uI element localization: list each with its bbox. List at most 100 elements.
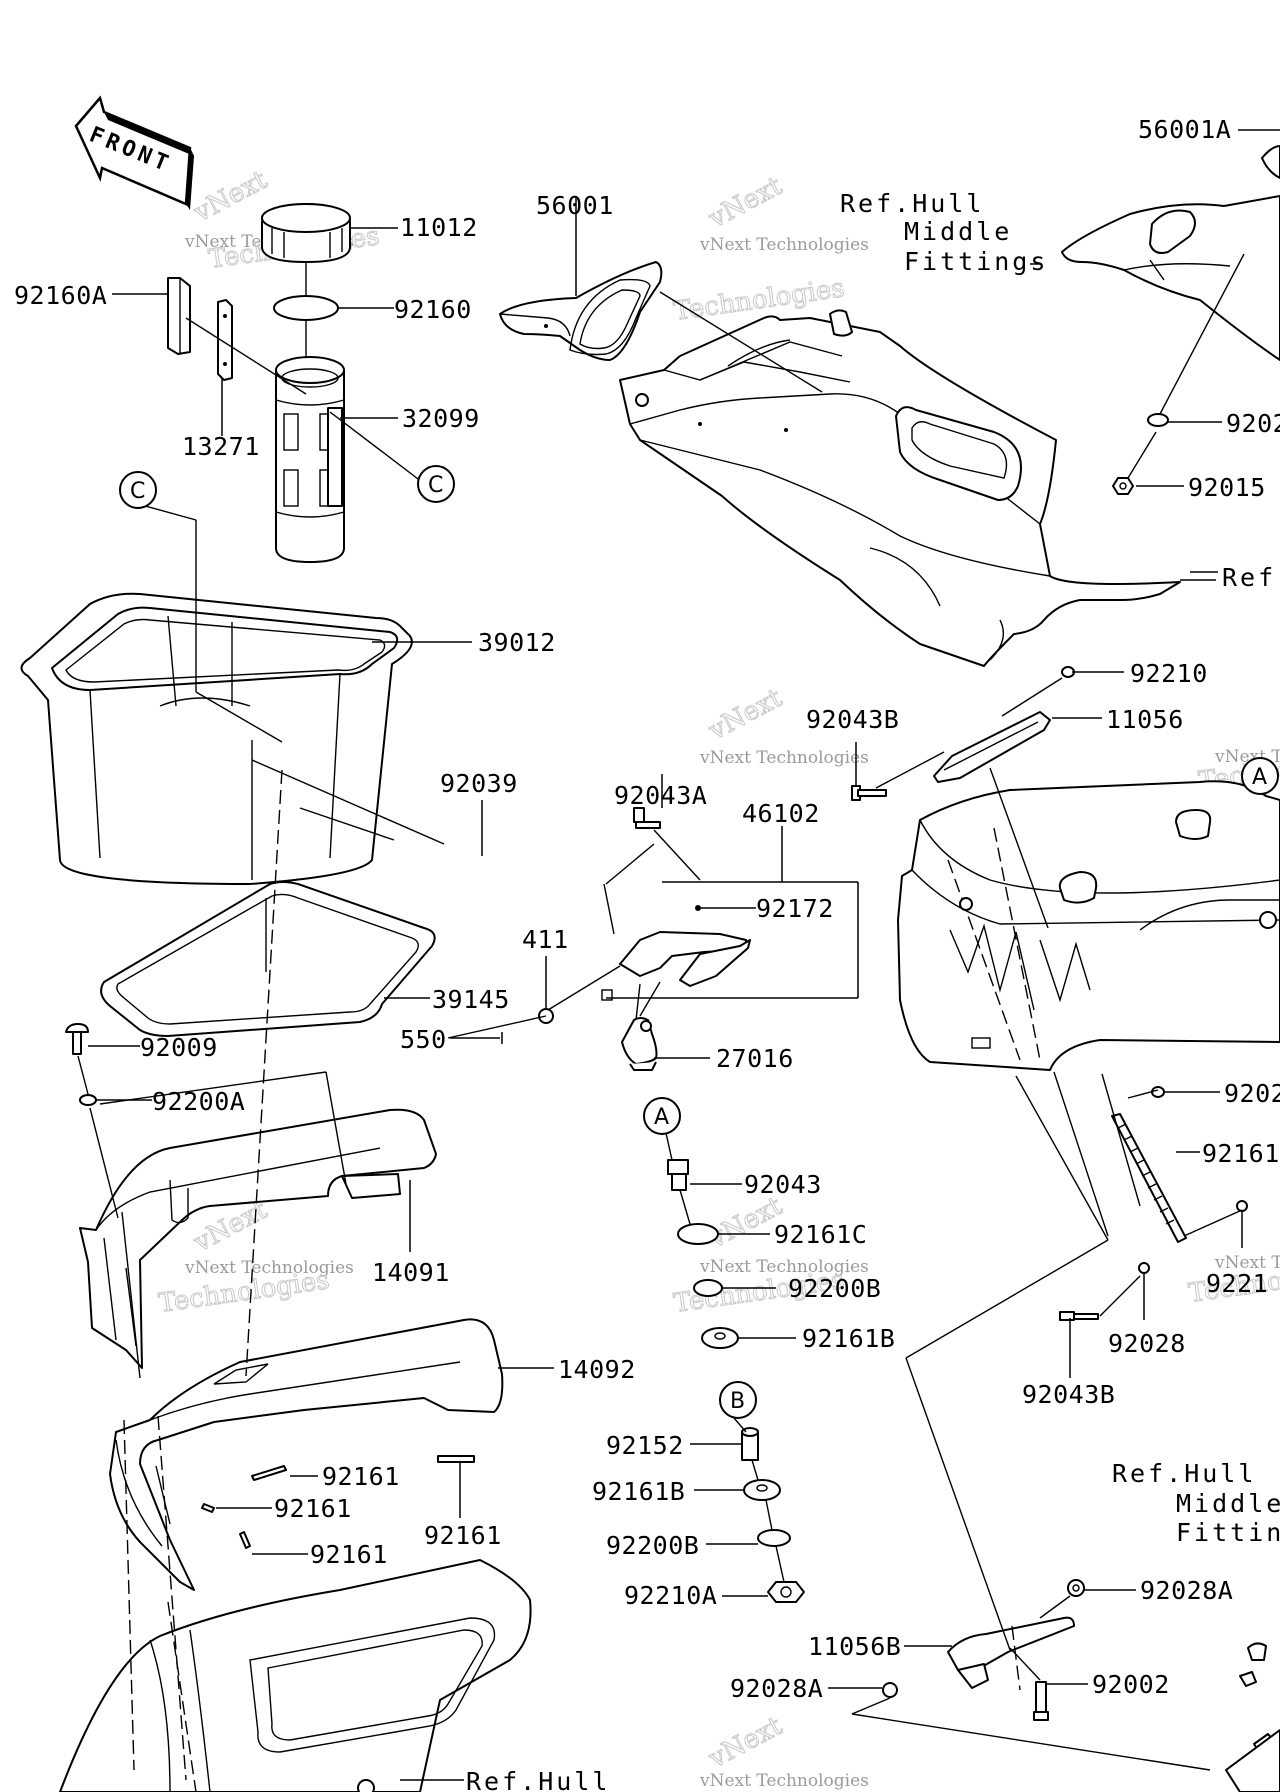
label-14092: 14092 (558, 1355, 636, 1384)
label-13271: 13271 (182, 432, 260, 461)
label-39012: 39012 (478, 628, 556, 657)
part-11056-bracket (933, 711, 1051, 783)
part-92028A-collar-left (882, 1682, 898, 1698)
label-9202-top: 9202 (1226, 409, 1280, 438)
part-92161-pins (201, 1455, 475, 1549)
label-92161-a: 92161 (322, 1462, 400, 1491)
label-27016: 27016 (716, 1044, 794, 1073)
part-39012-storage-bucket (20, 592, 413, 885)
hull-seat-base-section (897, 780, 1280, 1071)
watermark-text: vNext Technologies (184, 1258, 354, 1278)
part-right-edge-fasteners (1225, 1642, 1280, 1792)
label-92210: 92210 (1130, 659, 1208, 688)
label-92043B-top: 92043B (806, 705, 899, 734)
label-92161-c: 92161 (310, 1540, 388, 1569)
part-13271-plate (217, 299, 233, 381)
label-411: 411 (522, 925, 569, 954)
label-11012: 11012 (400, 213, 478, 242)
callout-a-right: A (1252, 765, 1267, 790)
label-92200A: 92200A (152, 1087, 245, 1116)
label-39145: 39145 (432, 985, 510, 1014)
callout-c-left: C (130, 479, 145, 504)
hull-bottom-section (59, 1559, 532, 1792)
label-92028: 92028 (1108, 1329, 1186, 1358)
part-32099-filler-neck (275, 356, 345, 563)
part-92161B-washer-lower (743, 1479, 781, 1501)
front-arrow: FRONT (74, 95, 194, 210)
part-92015-nut (1112, 477, 1134, 495)
label-56001A: 56001A (1138, 115, 1231, 144)
watermark-text: vNext Technologies (1214, 1253, 1280, 1273)
part-39145-seal (100, 881, 436, 1037)
label-92009: 92009 (140, 1033, 218, 1062)
ref-hull-top-line2: Middle (904, 217, 1012, 246)
watermark-vnext: vNext (188, 165, 272, 229)
part-56001-vent (499, 261, 663, 361)
label-92043B-bottom: 92043B (1022, 1380, 1115, 1409)
label-9202-mid: 9202 (1224, 1079, 1280, 1108)
label-92043A: 92043A (614, 781, 707, 810)
label-46102: 46102 (742, 799, 820, 828)
label-92039: 92039 (440, 769, 518, 798)
part-92200B-washer (693, 1279, 723, 1297)
part-92210A-nut (767, 1581, 805, 1603)
label-11056B: 11056B (808, 1632, 901, 1661)
label-92161-d: 92161 (424, 1521, 502, 1550)
leader-lines (77, 129, 1280, 1792)
part-92043A-bolt (633, 807, 661, 829)
watermark-text: vNext Technologies (699, 1771, 869, 1791)
watermark-text: vNext Technologies (699, 1257, 869, 1277)
part-92043B-bolt-top (851, 785, 887, 801)
part-92028-collar (1138, 1262, 1150, 1274)
label-32099: 32099 (402, 404, 480, 433)
watermark-vnext: vNext (703, 683, 787, 747)
part-92028A-collar-right (1067, 1579, 1085, 1597)
label-92160A: 92160A (14, 281, 107, 310)
label-92172: 92172 (756, 894, 834, 923)
label-92161-right: 92161 (1202, 1139, 1280, 1168)
label-92161B-b: 92161B (592, 1477, 685, 1506)
callout-circles: C C A B A (119, 465, 1279, 1419)
part-92172-screw (695, 905, 701, 911)
label-11056: 11056 (1106, 705, 1184, 734)
label-92161C: 92161C (774, 1220, 867, 1249)
callout-c-right: C (428, 473, 443, 498)
part-92043-stud (667, 1159, 689, 1191)
part-11056B-bracket (947, 1616, 1075, 1689)
callout-b-middle: B (730, 1389, 745, 1414)
ref-hull-top-line3: Fittings (904, 247, 1048, 276)
part-92002-bolt (1033, 1681, 1049, 1721)
part-11012-fuel-cap (261, 203, 351, 263)
label-92028A-right: 92028A (1140, 1576, 1233, 1605)
part-92152-collar (741, 1427, 759, 1461)
ref-hull-right-edge: Ref. (1222, 563, 1280, 592)
label-92015: 92015 (1188, 473, 1266, 502)
callout-a-middle: A (654, 1105, 669, 1130)
label-92028A-left: 92028A (730, 1674, 823, 1703)
part-92043B-bolt-bottom (1059, 1311, 1099, 1321)
part-56001A-vent (1061, 145, 1280, 361)
hull-middle-upper-section (619, 309, 1181, 667)
part-92009-bolt (65, 1023, 89, 1055)
part-14092-cover (109, 1318, 504, 1591)
part-46102-lever (601, 931, 751, 1001)
label-550: 550 (400, 1025, 447, 1054)
part-92161-spring (1111, 1113, 1187, 1243)
label-92200B-a: 92200B (788, 1274, 881, 1303)
part-9202-washer-top (1147, 413, 1169, 427)
part-92200A-washer (79, 1094, 97, 1106)
part-92160A-strip (167, 277, 191, 355)
label-14091: 14091 (372, 1258, 450, 1287)
label-92043: 92043 (744, 1170, 822, 1199)
reference-labels: Ref.Hull Middle Fittings Ref. Ref.Hull M… (466, 189, 1280, 1792)
ref-hull-lower-line1: Ref.Hull (1112, 1459, 1256, 1488)
part-92161C-washer (677, 1223, 719, 1245)
part-9221-nut-right (1236, 1200, 1248, 1212)
label-92160: 92160 (394, 295, 472, 324)
label-92161B-a: 92161B (802, 1324, 895, 1353)
part-number-labels: 56001A 56001 11012 92160A 92160 32099 13… (14, 115, 1280, 1703)
part-92160-gasket (273, 295, 339, 321)
label-92161-b: 92161 (274, 1494, 352, 1523)
label-9221-right: 9221 (1206, 1269, 1268, 1298)
